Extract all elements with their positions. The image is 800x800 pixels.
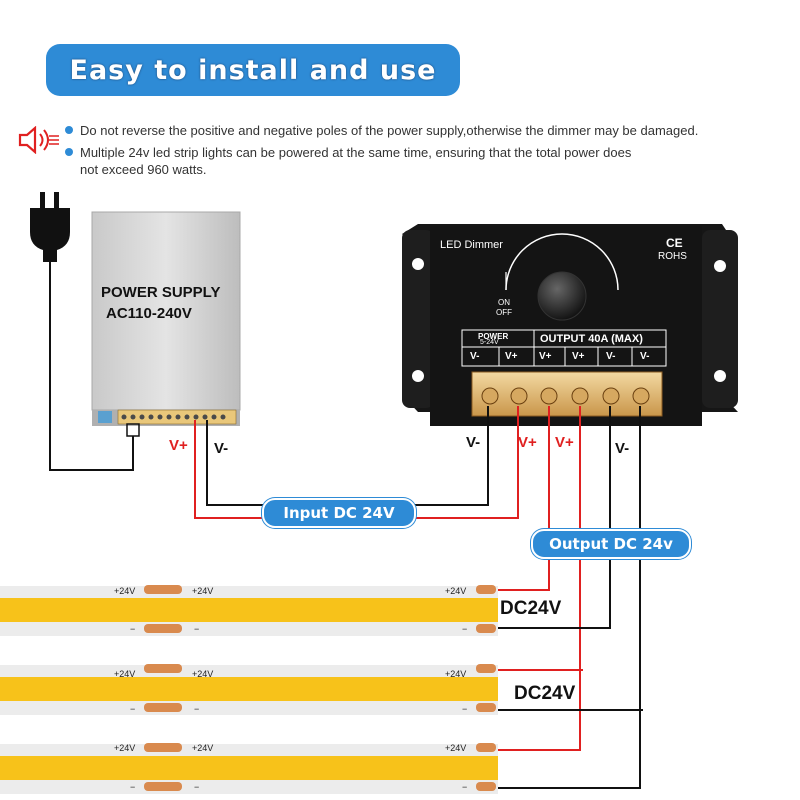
bullet-icon [65,148,73,156]
ce-mark: CE [666,236,683,250]
power-plug-icon [30,192,134,471]
on-label: ON [498,298,510,307]
strip-2-plus-end: +24V [445,669,467,679]
note-2-text-cont: not exceed 960 watts. [80,162,207,177]
strip-2-minus-end: − [462,704,468,714]
header-banner: Easy to install and use [46,44,460,96]
input-dc-label: Input DC 24V [283,504,395,522]
psu-title: POWER SUPPLY [101,284,221,301]
terminal-2: V+ [505,351,518,362]
strip-3-minus-right: − [194,782,200,792]
strip-3-minus-end: − [462,782,468,792]
strip-3-plus-left: +24V [114,743,136,753]
note-2-text: Multiple 24v led strip lights can be pow… [80,145,632,160]
strip-1-plus-right: +24V [192,586,214,596]
dimmer-input-positive-label: V+ [518,434,537,451]
led-strips [0,585,498,794]
speaker-warning-icon [18,126,59,154]
power-label: POWER [478,332,509,341]
output-dc-label: Output DC 24v [549,535,673,553]
bullet-icon [65,126,73,134]
output-label: OUTPUT 40A (MAX) [540,333,643,345]
terminal-1: V- [470,351,480,362]
terminal-6: V- [640,351,650,362]
strip-3-plus-right: +24V [192,743,214,753]
strip-2-plus-right: +24V [192,669,214,679]
dimmer-output-positive-label: V+ [555,434,574,451]
led-dimmer-device [402,224,738,426]
power-range: 5-24V [480,339,499,346]
strip-2-minus-left: − [130,704,136,714]
dimmer-input-negative-label: V- [466,434,481,451]
off-label: OFF [496,308,512,317]
dc24v-label-2: DC24V [514,683,576,704]
dimmer-title: LED Dimmer [440,239,503,251]
terminal-4: V+ [572,351,585,362]
note-2: Multiple 24v led strip lights can be pow… [65,144,632,178]
strip-3-minus-left: − [130,782,136,792]
strip-1-minus-right: − [194,624,200,634]
note-1: Do not reverse the positive and negative… [65,122,699,139]
strip-2-plus-left: +24V [114,669,136,679]
psu-voltage: AC110-240V [106,305,192,322]
power-supply-unit [91,211,241,437]
strip-1-minus-end: − [462,624,468,634]
terminal-3: V+ [539,351,552,362]
input-dc-pill: Input DC 24V [262,498,416,528]
strip-1-plus-left: +24V [114,586,136,596]
output-dc-pill: Output DC 24v [531,529,691,559]
dc24v-label-1: DC24V [500,598,562,619]
note-1-text: Do not reverse the positive and negative… [80,123,699,138]
dimmer-output-negative-label: V- [615,440,630,457]
rohs-mark: ROHS [658,251,687,262]
psu-negative-label: V- [214,440,229,457]
terminal-5: V- [606,351,616,362]
header-title: Easy to install and use [69,54,437,86]
strip-1-minus-left: − [130,624,136,634]
strip-3-plus-end: +24V [445,743,467,753]
strip-2-minus-right: − [194,704,200,714]
psu-positive-label: V+ [169,437,188,454]
strip-1-plus-end: +24V [445,586,467,596]
